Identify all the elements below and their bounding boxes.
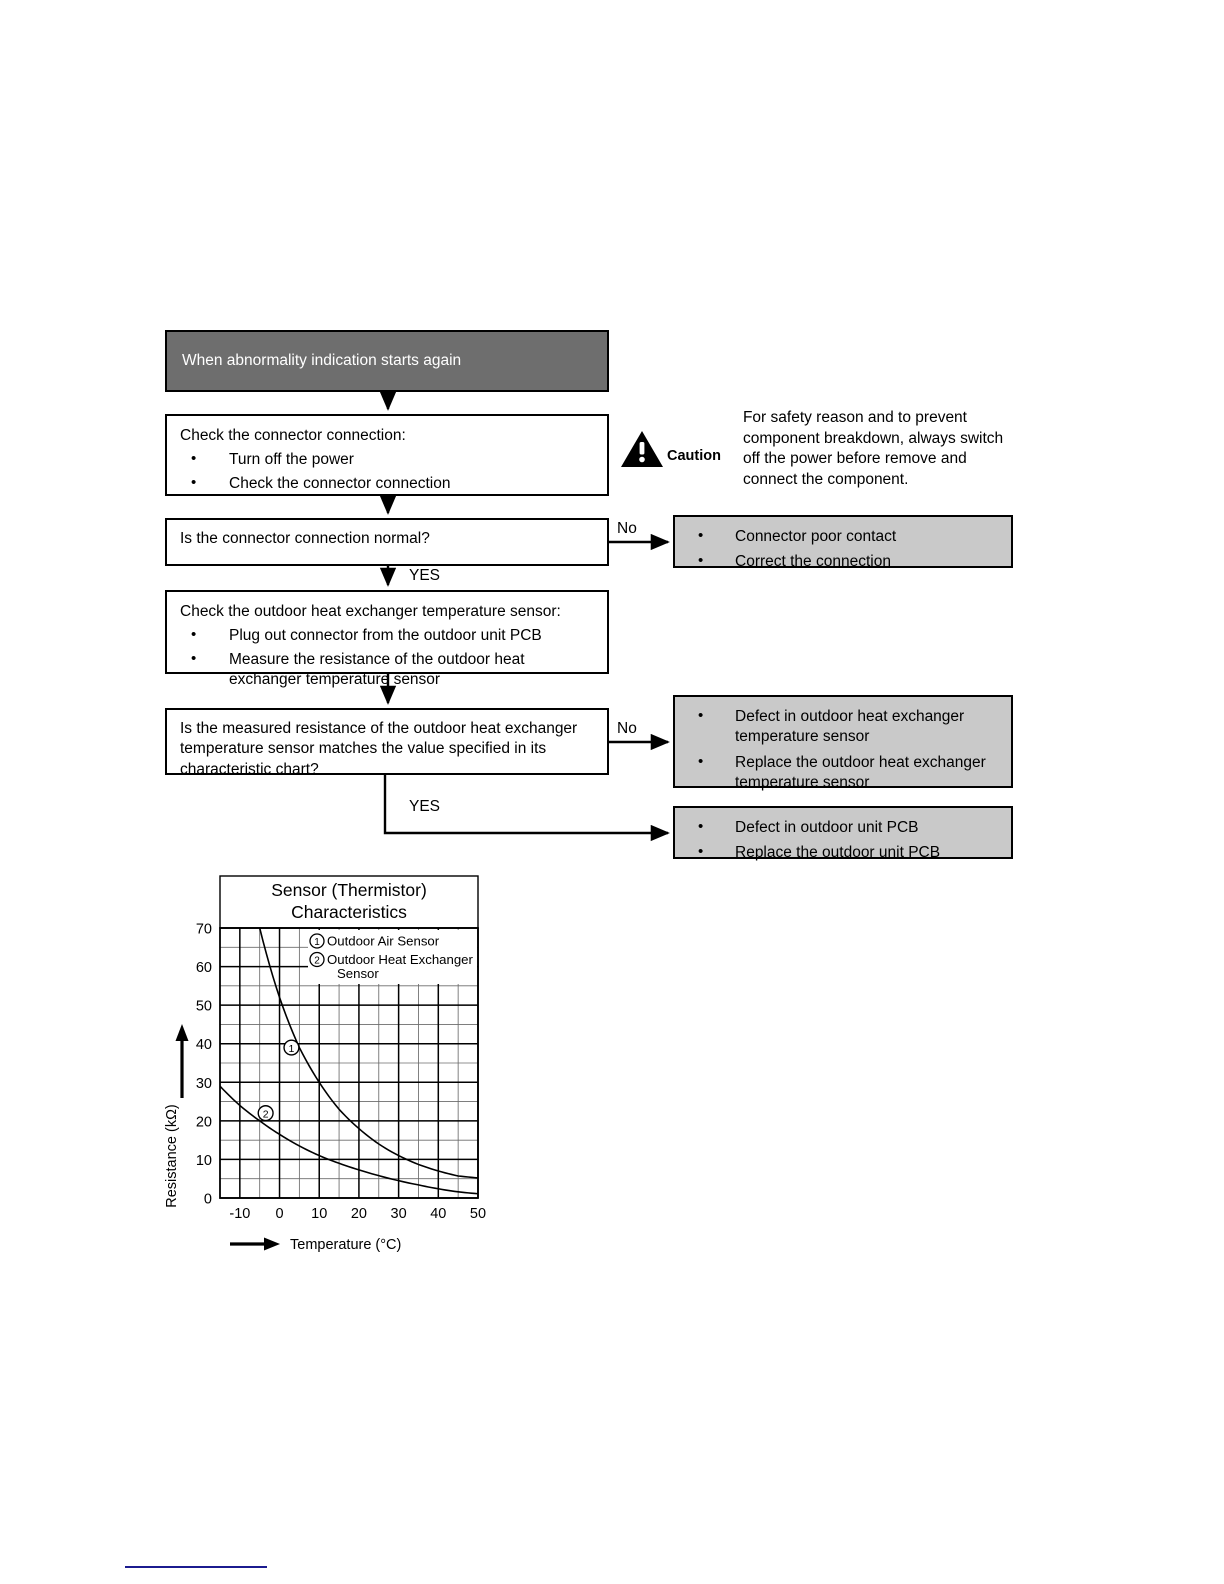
result-box-connector: Connector poor contact Correct the conne…	[673, 515, 1013, 572]
bullet-item: Turn off the power	[180, 449, 595, 470]
chart-ytick-label: 30	[196, 1076, 212, 1092]
footer-rule	[125, 1566, 267, 1568]
chart-title-box	[219, 875, 479, 929]
svg-text:2: 2	[263, 1108, 269, 1120]
chart-legend-label: Outdoor Heat Exchanger	[327, 952, 473, 967]
bullet-item: Connector poor contact	[675, 526, 1001, 547]
process-bullet-list: Plug out connector from the outdoor unit…	[180, 625, 595, 691]
chart-title-line: Sensor (Thermistor)	[271, 880, 427, 900]
chart-ytick-label: 70	[196, 922, 212, 938]
bullet-item: Measure the resistance of the outdoor he…	[180, 649, 595, 691]
chart-ylabel: Resistance (kΩ)	[164, 1104, 180, 1208]
decision-question: Is the connector connection normal?	[180, 530, 430, 547]
svg-text:2: 2	[314, 955, 320, 966]
chart-xtick-label: 30	[391, 1206, 407, 1222]
decision-box-resistance-matches: Is the measured resistance of the outdoo…	[165, 708, 609, 778]
result-bullet-list: Defect in outdoor heat exchanger tempera…	[675, 706, 1001, 794]
bullet-item: Replace the outdoor heat exchanger tempe…	[675, 752, 1001, 794]
chart-annotation-1: 1	[283, 1039, 300, 1056]
chart-ytick-label: 60	[196, 960, 212, 976]
edge-label-no-resistance: No	[617, 720, 637, 737]
result-box-pcb: Defect in outdoor unit PCB Replace the o…	[673, 806, 1013, 863]
bullet-item: Correct the connection	[675, 551, 1001, 572]
svg-text:1: 1	[289, 1043, 295, 1055]
bullet-item: Defect in outdoor unit PCB	[675, 817, 1001, 838]
chart-xtick-label: 40	[430, 1206, 446, 1222]
bullet-item: Check the connector connection	[180, 473, 595, 494]
process-title: Check the connector connection:	[180, 427, 406, 444]
result-bullet-list: Connector poor contact Correct the conne…	[675, 526, 1001, 573]
bullet-item: Plug out connector from the outdoor unit…	[180, 625, 595, 646]
chart-series-2	[219, 1085, 479, 1195]
chart-series-1	[258, 927, 479, 1179]
chart-title-line: Characteristics	[291, 902, 407, 922]
chart-legend-label-cont: Sensor	[337, 966, 379, 981]
bullet-item: Replace the outdoor unit PCB	[675, 842, 1001, 863]
chart-xtick-label: -10	[229, 1206, 250, 1222]
warning-triangle-icon	[620, 430, 664, 468]
chart-xlabel: Temperature (°C)	[290, 1237, 401, 1253]
result-box-sensor: Defect in outdoor heat exchanger tempera…	[673, 695, 1013, 791]
process-box-check-connector: Check the connector connection: Turn off…	[165, 414, 609, 496]
chart-legend: 1 Outdoor Air Sensor 2 Outdoor Heat Exchang…	[308, 930, 477, 984]
edge-label-yes-connector: YES	[409, 567, 441, 584]
decision-question: Is the measured resistance of the outdoo…	[180, 720, 578, 778]
caution-label: Caution	[667, 448, 721, 464]
caution-text: For safety reason and to prevent compone…	[742, 409, 1004, 488]
flow-header-banner: When abnormality indication starts again	[165, 330, 609, 392]
chart-xtick-label: 10	[311, 1206, 327, 1222]
bullet-item: Defect in outdoor heat exchanger tempera…	[675, 706, 1001, 748]
chart-ytick-label: 50	[196, 999, 212, 1015]
result-bullet-list: Defect in outdoor unit PCB Replace the o…	[675, 817, 1001, 864]
process-box-check-sensor: Check the outdoor heat exchanger tempera…	[165, 590, 609, 688]
process-bullet-list: Turn off the power Check the connector c…	[180, 449, 595, 494]
chart-ytick-label: 10	[196, 1153, 212, 1169]
flow-header-label: When abnormality indication starts again	[182, 351, 462, 369]
decision-box-connector-normal: Is the connector connection normal?	[165, 518, 609, 566]
chart-annotation-2: 2	[257, 1105, 274, 1122]
x-axis-arrow-head-icon	[264, 1237, 280, 1251]
chart-xtick-label: 20	[351, 1206, 367, 1222]
chart-xtick-label: 0	[275, 1206, 283, 1222]
edge-label-no-connector: No	[617, 520, 637, 537]
svg-text:1: 1	[314, 937, 320, 948]
chart-xtick-label: 50	[470, 1206, 486, 1222]
process-title: Check the outdoor heat exchanger tempera…	[180, 603, 561, 620]
edge-label-yes-resistance: YES	[409, 798, 441, 815]
y-axis-arrow-head-icon	[175, 1024, 189, 1041]
chart-plot-border	[219, 927, 479, 1199]
caution-note: Caution For safety reason and to prevent…	[620, 408, 1020, 490]
chart-ytick-label: 20	[196, 1114, 212, 1130]
chart-ytick-label: 40	[196, 1037, 212, 1053]
chart-legend-label: Outdoor Air Sensor	[327, 934, 440, 949]
chart-ytick-label: 0	[204, 1192, 212, 1208]
